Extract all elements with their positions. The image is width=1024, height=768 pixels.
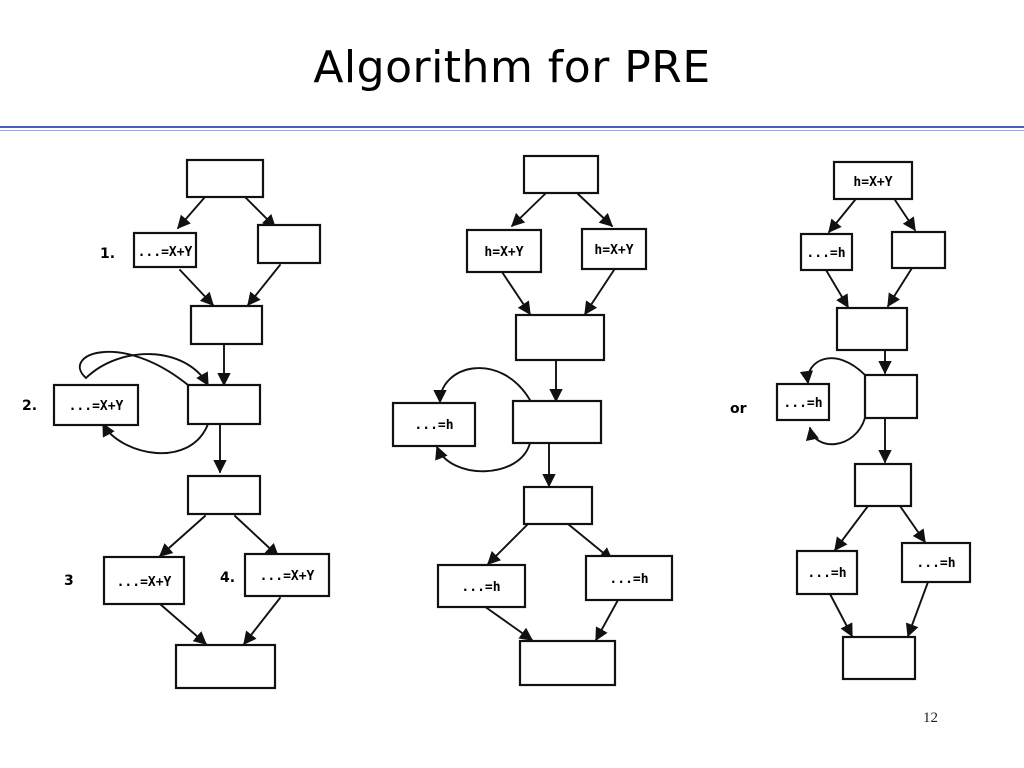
marker-4: 4.: [220, 570, 235, 586]
marker-1: 1.: [100, 246, 115, 262]
block-use-h-left-label: ...=h: [461, 580, 500, 595]
diagram-original-flow-graph: ...=X+Y ...=X+Y ...=X+Y ...=X+Y 1. 2. 3 …: [22, 158, 331, 690]
entry-block: [185, 158, 265, 199]
block-use-h-right: [584, 554, 674, 602]
block-use-h: [391, 401, 477, 448]
block-empty: [890, 230, 947, 270]
block-2-label: ...=X+Y: [69, 399, 124, 414]
exit-block: [174, 643, 277, 690]
edge: [159, 603, 208, 645]
block-4: [243, 552, 331, 598]
join-block: [514, 313, 606, 362]
edge: [834, 505, 869, 552]
branch-block: [186, 474, 262, 516]
edge: [487, 523, 529, 565]
block-use-h-right-label: ...=h: [916, 556, 955, 571]
edge: [577, 193, 613, 227]
edge: [247, 264, 281, 307]
loop-header-block: [863, 373, 919, 420]
edge: [584, 269, 615, 316]
edge: [179, 269, 214, 306]
edge: [177, 196, 206, 230]
branch-block: [853, 462, 913, 508]
block-use-h: [799, 232, 854, 272]
exit-block: [841, 635, 917, 681]
edge: [894, 199, 916, 232]
edge: [905, 581, 929, 638]
page-number: 12: [923, 710, 938, 726]
block-4-label: ...=X+Y: [260, 569, 315, 584]
block-1-label: ...=X+Y: [138, 245, 193, 260]
edge: [483, 605, 534, 641]
block-use-h-loop: [775, 382, 831, 422]
edge: [244, 196, 276, 228]
join-block: [835, 306, 909, 352]
block-h-insert-right: [580, 227, 648, 271]
block-h-insert-left-label: h=X+Y: [484, 245, 523, 260]
block-use-h-left: [795, 549, 859, 596]
diagram-alternative: h=X+Y ...=h ...=h ...=h ...=h or: [730, 160, 972, 681]
exit-block: [518, 639, 617, 687]
entry-block-h-insert: [832, 160, 914, 201]
block-use-h-right-label: ...=h: [609, 572, 648, 587]
block-use-h-loop-label: ...=h: [783, 396, 822, 411]
block-use-h-right: [900, 541, 972, 584]
block-use-h-label: ...=h: [806, 246, 845, 261]
edge: [887, 267, 913, 308]
diagram-after-insertion: h=X+Y h=X+Y ...=h ...=h ...=h: [391, 154, 674, 687]
edge: [243, 597, 281, 646]
loop-edge: [799, 357, 866, 385]
loop-header-block: [511, 399, 603, 445]
marker-2: 2.: [22, 398, 37, 414]
block-2: [52, 383, 140, 427]
edge: [501, 271, 531, 316]
slide-title: Algorithm for PRE: [313, 42, 711, 93]
block-3-label: ...=X+Y: [117, 575, 172, 590]
edge: [899, 505, 926, 544]
branch-block: [522, 485, 594, 526]
entry-block-h-insert-label: h=X+Y: [853, 175, 892, 190]
loop-edge: [78, 350, 209, 387]
block-3: [102, 555, 186, 606]
title-divider: [0, 126, 1024, 128]
loop-edge: [805, 417, 866, 446]
block-empty: [256, 223, 322, 265]
edge: [567, 523, 614, 561]
loop-edge: [435, 442, 531, 473]
block-h-insert-left: [465, 228, 543, 274]
or-marker: or: [730, 401, 747, 417]
entry-block: [522, 154, 600, 195]
loop-edge: [433, 367, 531, 404]
loop-header-block: [186, 383, 262, 426]
block-use-h-left: [436, 563, 527, 609]
edge: [829, 593, 853, 638]
block-1: [132, 231, 198, 269]
edge: [511, 193, 546, 227]
title-divider-thin: [0, 130, 1024, 131]
loop-edge: [102, 422, 209, 455]
block-h-insert-right-label: h=X+Y: [594, 243, 633, 258]
join-block: [189, 304, 264, 346]
edge: [595, 599, 619, 642]
block-use-h-label: ...=h: [414, 418, 453, 433]
block-use-h-left-label: ...=h: [807, 566, 846, 581]
edge: [234, 515, 279, 557]
edge: [159, 515, 206, 557]
edge: [828, 199, 856, 234]
edge: [825, 269, 849, 309]
marker-3: 3: [64, 573, 74, 589]
